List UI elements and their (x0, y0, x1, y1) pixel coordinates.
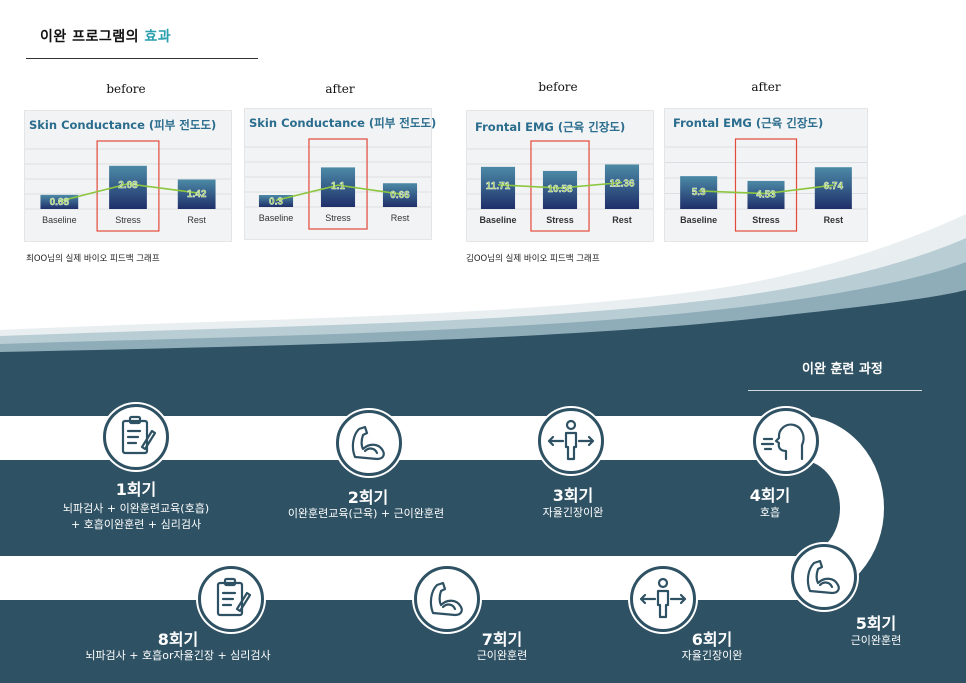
process-divider (748, 390, 922, 391)
value-label: 5.3 (692, 187, 706, 198)
caption-left: 최OO님의 실제 바이오 피드백 그래프 (26, 254, 160, 264)
step-3-title: 3회기 (552, 486, 594, 505)
category-label: Baseline (259, 213, 294, 223)
step-5-title: 5회기 (855, 614, 897, 633)
value-label: 11.71 (486, 181, 511, 192)
step-1-desc-2: + 호흡이완훈련 + 심리검사 (70, 518, 202, 531)
step-7-title: 7회기 (481, 630, 523, 649)
value-label: 0.3 (269, 196, 283, 207)
person-arrows-icon (538, 408, 604, 474)
value-label: 2.08 (118, 180, 138, 191)
category-label: Baseline (42, 215, 77, 225)
value-label: 10.58 (547, 184, 572, 195)
value-label: 12.36 (609, 179, 634, 190)
category-label: Baseline (479, 215, 516, 225)
category-label: Stress (325, 213, 351, 223)
muscle-arm-icon (791, 544, 857, 610)
category-label: Stress (115, 215, 141, 225)
value-label: 0.68 (50, 197, 70, 208)
bar-baseline (480, 166, 516, 209)
step-4-desc: 호흡 (759, 506, 781, 519)
process-label: 이완 훈련 과정 (802, 362, 883, 377)
bar-rest (177, 179, 216, 209)
category-label: Stress (546, 215, 574, 225)
after-label-skin: after (325, 82, 355, 96)
skin-conductance-before-chart: Baseline Stress Rest 0.68 2.08 1.42 Skin Cond… (24, 110, 232, 242)
before-label-skin: before (106, 82, 146, 96)
page-title: 이완 프로그램의 효과 (40, 29, 172, 45)
bar-rest (814, 167, 852, 209)
step-1-title: 1회기 (115, 480, 157, 499)
chart-title: Skin Conductance (피부 전도도) (29, 118, 217, 132)
step-1-desc: 뇌파검사 + 이완훈련교육(호흡) (62, 502, 210, 515)
stress-highlight-box (96, 140, 160, 232)
bar-baseline (680, 176, 718, 209)
stress-highlight-box (734, 138, 798, 232)
frontal-emg-before-chart: Baseline Stress Rest 11.71 10.58 12.36 Fronta… (466, 110, 654, 242)
value-label: 4.53 (756, 190, 776, 201)
person-arrows-icon (630, 566, 696, 632)
step-6-desc: 자율긴장이완 (681, 649, 743, 662)
muscle-arm-icon (336, 410, 402, 476)
skin-conductance-after-chart: Baseline Stress Rest 0.3 1.1 0.66 Skin Conduc… (244, 108, 436, 240)
frontal-emg-after-chart: Baseline Stress Rest 5.3 4.53 6.74 Frontal EM… (664, 108, 868, 242)
after-label-emg: after (751, 80, 781, 94)
bar-stress (747, 180, 785, 209)
caption-right: 김OO님의 실제 바이오 피드백 그래프 (466, 254, 600, 264)
chart-plot: Baseline Stress Rest 0.68 2.08 1.42 (25, 140, 231, 232)
bar-stress (542, 170, 578, 209)
clipboard-icon (198, 566, 264, 632)
clipboard-icon (103, 404, 169, 470)
step-4-title: 4회기 (749, 486, 791, 505)
category-label: Rest (187, 215, 206, 225)
value-label: 1.1 (331, 181, 345, 192)
category-label: Rest (612, 215, 632, 225)
value-label: 0.66 (390, 190, 410, 201)
bar-rest (604, 164, 640, 209)
value-label: 1.42 (187, 189, 207, 200)
title-divider (26, 58, 258, 59)
step-7-desc: 근이완훈련 (476, 649, 528, 662)
step-2-title: 2회기 (347, 488, 389, 507)
step-2-desc: 이완훈련교육(근육) + 근이완훈련 (287, 507, 445, 520)
category-label: Stress (752, 215, 780, 225)
muscle-arm-icon (414, 566, 480, 632)
breathing-head-icon (753, 408, 819, 474)
category-label: Baseline (680, 215, 717, 225)
value-label: 6.74 (824, 181, 844, 192)
category-label: Rest (391, 213, 410, 223)
step-8-title: 8회기 (157, 630, 199, 649)
chart-plot: Baseline Stress Rest 11.71 10.58 12.36 (467, 140, 653, 232)
trend-line (275, 184, 401, 202)
chart-title: Frontal EMG (근육 긴장도) (673, 116, 824, 130)
chart-title: Frontal EMG (근육 긴장도) (475, 120, 626, 134)
step-5-desc: 근이완훈련 (850, 634, 902, 647)
trend-line (59, 182, 197, 203)
trend-line (497, 181, 623, 189)
step-3-desc: 자율긴장이완 (542, 506, 604, 519)
step-8-desc: 뇌파검사 + 호흡or자율긴장 + 심리검사 (85, 649, 271, 662)
chart-plot: Baseline Stress Rest 0.3 1.1 0.66 (245, 138, 431, 230)
bar-rest (382, 183, 418, 207)
before-label-emg: before (538, 80, 578, 94)
stress-highlight-box (308, 138, 368, 230)
chart-title: Skin Conductance (피부 전도도) (249, 116, 437, 130)
chart-plot: Baseline Stress Rest 5.3 4.53 6.74 (665, 138, 867, 232)
category-label: Rest (824, 215, 844, 225)
step-6-title: 6회기 (691, 630, 733, 649)
trend-line (698, 184, 834, 195)
